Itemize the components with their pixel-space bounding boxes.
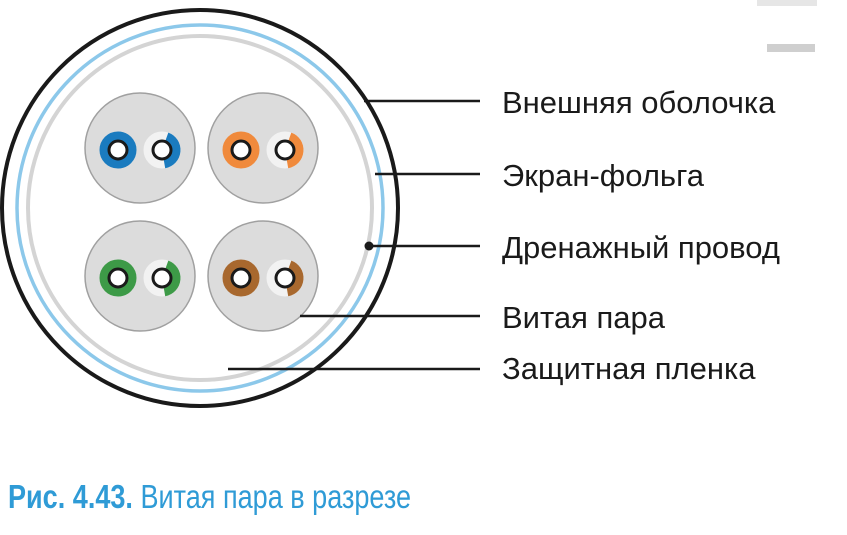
conductor-core-solid-brown <box>230 267 252 289</box>
label-drain-wire: Дренажный провод <box>502 230 780 265</box>
figure-number: Рис. 4.43. <box>8 478 133 515</box>
twisted-pair-blue <box>84 92 196 204</box>
protective-film-ring <box>26 34 374 382</box>
figure-caption-text: Витая пара в разрезе <box>140 478 412 515</box>
conductor-stripe-green <box>163 260 181 297</box>
label-twisted-pair: Витая пара <box>502 300 666 335</box>
label-outer-jacket: Внешняя оболочка <box>502 85 776 120</box>
twisted-pair-brown <box>207 220 319 332</box>
conductor-core-striped-orange <box>274 139 296 161</box>
conductor-core-solid-green <box>107 267 129 289</box>
conductor-core-solid-orange <box>230 139 252 161</box>
pair-background-green <box>84 220 196 332</box>
foil-screen-ring <box>15 23 385 393</box>
conductor-core-striped-green <box>151 267 173 289</box>
pair-background-brown <box>207 220 319 332</box>
corner-decoration <box>757 0 817 52</box>
conductor-stripe-brown <box>286 260 304 297</box>
pair-background-blue <box>84 92 196 204</box>
twisted-pair-green <box>84 220 196 332</box>
twisted-pairs-group <box>84 92 319 332</box>
conductor-core-solid-blue <box>107 139 129 161</box>
outer-jacket-ring <box>0 8 400 408</box>
twisted-pair-orange <box>207 92 319 204</box>
pair-background-orange <box>207 92 319 204</box>
conductor-stripe-blue <box>163 132 181 169</box>
conductor-stripe-orange <box>286 132 304 169</box>
conductor-core-striped-blue <box>151 139 173 161</box>
conductor-core-striped-brown <box>274 267 296 289</box>
figure-caption: Рис. 4.43. Витая пара в разрезе <box>8 478 411 516</box>
label-foil-screen: Экран-фольга <box>502 158 705 193</box>
label-protective-film: Защитная пленка <box>502 351 756 386</box>
